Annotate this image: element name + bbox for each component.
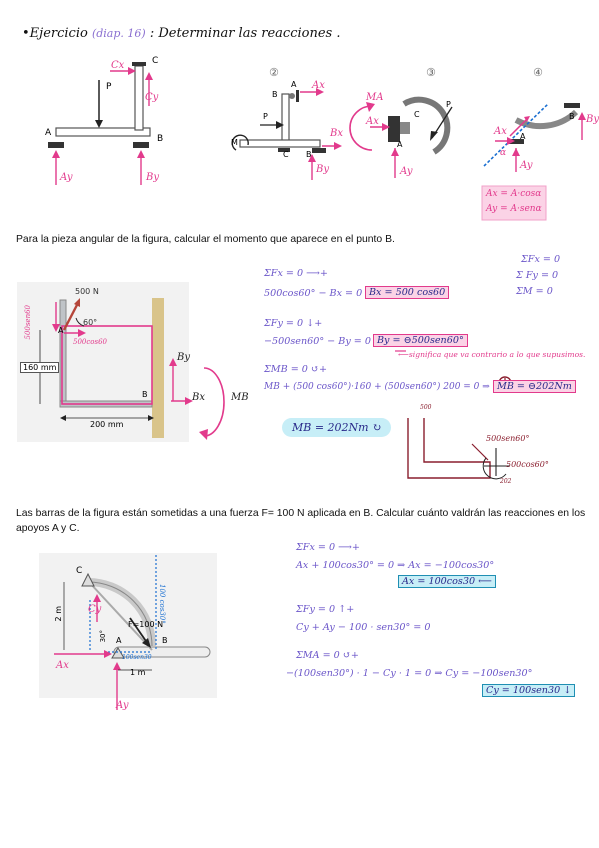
s1-by: By bbox=[177, 352, 190, 363]
s1-force: 500 N bbox=[75, 287, 99, 296]
section2-statement: Las barras de la figura están sometidas … bbox=[16, 508, 586, 534]
s1-sum-fy: Σ Fy = 0 bbox=[516, 270, 559, 281]
title-sub: (diap. 16) bbox=[91, 27, 146, 40]
s2-fy: 100sen30 bbox=[122, 654, 152, 661]
section1-statement: Para la pieza angular de la figura, calc… bbox=[16, 234, 395, 245]
s1-bx: Bx bbox=[192, 392, 205, 403]
s1-eq3a: ΣMB = 0 ↺+ bbox=[264, 364, 328, 375]
fig1-label-b: B bbox=[157, 134, 164, 144]
s2-ay: Ay bbox=[116, 700, 129, 711]
fig4-label-b: B bbox=[569, 112, 575, 121]
s2-eq2b: Cy + Ay − 100 · sen30° = 0 bbox=[296, 622, 431, 633]
s1-horiz-label: 500cos60 bbox=[73, 338, 107, 346]
fig2-bx: Bx bbox=[330, 128, 343, 139]
fig1-diagram bbox=[48, 62, 153, 185]
page-title: •Ejercicio (diap. 16) : Determinar las r… bbox=[22, 26, 340, 41]
s1-eq2a: ΣFy = 0 ↓+ bbox=[264, 318, 323, 329]
fig4-alpha: α bbox=[500, 148, 507, 158]
fig2-label-m: M bbox=[231, 138, 238, 147]
fig3-number: ③ bbox=[426, 66, 436, 79]
section1-sketch bbox=[407, 418, 510, 480]
s2-eq3a: ΣMA = 0 ↺+ bbox=[296, 650, 359, 661]
fig4-diagram bbox=[481, 103, 586, 221]
fig3-ma: MA bbox=[366, 92, 384, 103]
s1-point-a: A bbox=[58, 326, 64, 335]
s1-sketch-m: 202 bbox=[500, 478, 512, 485]
s2-fcomp: 100 cos30° bbox=[158, 584, 166, 624]
s1-eq2b: −500sen60° − By = 0 ⇒ bbox=[264, 336, 383, 347]
fig2-number: ② bbox=[269, 66, 279, 79]
fig3-label-a: A bbox=[397, 140, 403, 149]
fig1-ay: Ay bbox=[60, 172, 73, 183]
fig4-ay: Ay bbox=[520, 160, 533, 171]
fig3-ay: Ay bbox=[400, 166, 413, 177]
s1-eq2-result: By = ⊖500sen60° bbox=[373, 334, 468, 347]
s2-eq1-result: Ax = 100cos30 ⟵ bbox=[398, 575, 496, 588]
s1-sum-m: ΣM = 0 bbox=[516, 286, 553, 297]
title-rest: : Determinar las reacciones . bbox=[149, 26, 341, 41]
s1-vert-label: 500sen60 bbox=[24, 305, 32, 340]
fig2-label-b2: B bbox=[306, 150, 312, 159]
fig3-label-p: P bbox=[446, 100, 451, 109]
fig1-label-c: C bbox=[152, 56, 159, 66]
s1-eq3-result: MB = ⊖202Nm bbox=[493, 380, 576, 393]
fig2-ax: Ax bbox=[312, 80, 325, 91]
fig3-diagram bbox=[349, 96, 453, 178]
s2-eq2a: ΣFy = 0 ↑+ bbox=[296, 604, 355, 615]
s2-eq3-result: Cy = 100sen30 ↓ bbox=[482, 684, 576, 697]
fig4-box-line2: Ay = A·senα bbox=[486, 204, 542, 214]
section2-figure bbox=[39, 553, 217, 710]
s1-dim-horiz: 200 mm bbox=[90, 420, 124, 429]
s2-dim-w: 1 m bbox=[130, 668, 146, 677]
fig4-ax: Ax bbox=[494, 126, 507, 137]
fig3-ax: Ax bbox=[366, 116, 379, 127]
s2-label-c: C bbox=[76, 566, 83, 576]
fig1-cy: Cy bbox=[145, 92, 159, 103]
s1-eq1-result: Bx = 500 cos60 bbox=[365, 286, 450, 299]
fig2-by: By bbox=[316, 164, 329, 175]
fig1-cx: Cx bbox=[111, 60, 125, 71]
s1-sketch-h: 500cos60° bbox=[506, 460, 549, 469]
s2-angle: 30° bbox=[99, 630, 107, 643]
s2-dim-h: 2 m bbox=[54, 606, 63, 622]
s1-sketch-top: 500 bbox=[420, 404, 432, 411]
fig2-diagram bbox=[231, 88, 342, 180]
s1-final-result: MB = 202Nm ↻ bbox=[282, 418, 392, 437]
fig1-by: By bbox=[146, 172, 159, 183]
fig4-number: ④ bbox=[533, 66, 543, 79]
s2-label-a: A bbox=[116, 636, 122, 645]
s2-eq1b: Ax + 100cos30° = 0 ⇒ Ax = −100cos30° bbox=[296, 560, 495, 571]
fig2-label-c: C bbox=[283, 150, 289, 159]
s1-eq3b: MB + (500 cos60°)·160 + (500sen60°) 200 … bbox=[264, 382, 490, 392]
fig4-by: By bbox=[586, 114, 599, 125]
s2-eq1a: ΣFx = 0 ⟶+ bbox=[296, 542, 360, 553]
s1-eq1a: ΣFx = 0 ⟶+ bbox=[264, 268, 328, 279]
s1-note: ⟵significa que va contrario a lo que sup… bbox=[398, 350, 586, 359]
s1-eq1b: 500cos60° − Bx = 0 ⇒ bbox=[264, 288, 374, 299]
fig1-label-p: P bbox=[106, 82, 112, 92]
fig2-label-a: A bbox=[291, 80, 297, 89]
fig2-label-b: B bbox=[272, 90, 278, 99]
s1-angle: 60° bbox=[83, 318, 98, 327]
fig4-box-line1: Ax = A·cosα bbox=[486, 189, 542, 199]
s2-label-b: B bbox=[162, 636, 168, 645]
title-main: •Ejercicio bbox=[22, 26, 88, 41]
fig4-label-a: A bbox=[520, 132, 526, 141]
s2-cy: Cy bbox=[88, 604, 102, 615]
fig2-label-p: P bbox=[263, 112, 268, 121]
s1-mb: MB bbox=[231, 392, 249, 403]
s2-ax: Ax bbox=[56, 660, 69, 671]
s1-sketch-v: 500sen60° bbox=[486, 434, 530, 443]
s1-sum-fx: ΣFx = 0 bbox=[521, 254, 561, 265]
fig3-label-c: C bbox=[414, 110, 420, 119]
fig1-label-a: A bbox=[45, 128, 52, 138]
s2-eq3b: −(100sen30°) · 1 − Cy · 1 = 0 ⇒ Cy = −10… bbox=[286, 668, 533, 679]
s1-dim-vert: 160 mm bbox=[20, 362, 60, 373]
s1-point-b: B bbox=[142, 390, 148, 399]
s2-force: F=100 N bbox=[128, 620, 164, 629]
